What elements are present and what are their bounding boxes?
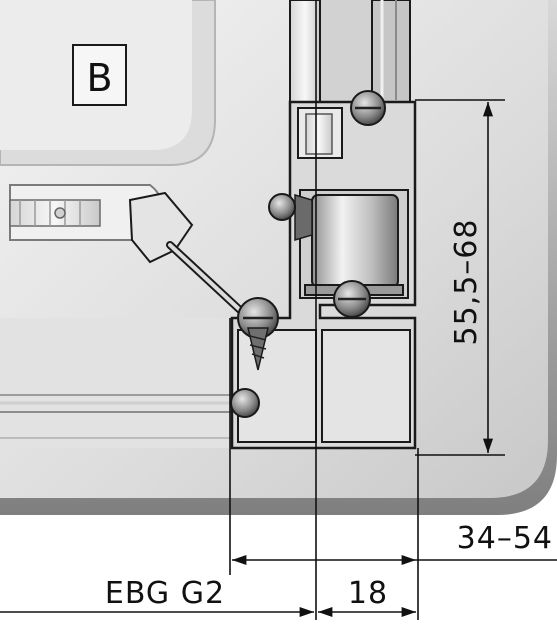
dim-label-top-right: 34–54 — [457, 521, 553, 556]
gasket-insert — [9, 184, 165, 241]
screw-left — [268, 193, 296, 221]
label-box-b-text: B — [86, 56, 112, 100]
dim-label-bottom-left: EBG G2 — [105, 576, 225, 611]
angled-clip — [128, 191, 244, 314]
vertical-profile-top — [289, 0, 411, 103]
dim-label-vertical: 55,5–68 — [449, 219, 484, 346]
screw-lower — [230, 388, 260, 418]
label-box-b: B — [72, 44, 127, 106]
screws — [230, 90, 386, 418]
dim-label-bottom-middle: 18 — [348, 576, 388, 611]
cylinder-lock — [294, 193, 404, 296]
